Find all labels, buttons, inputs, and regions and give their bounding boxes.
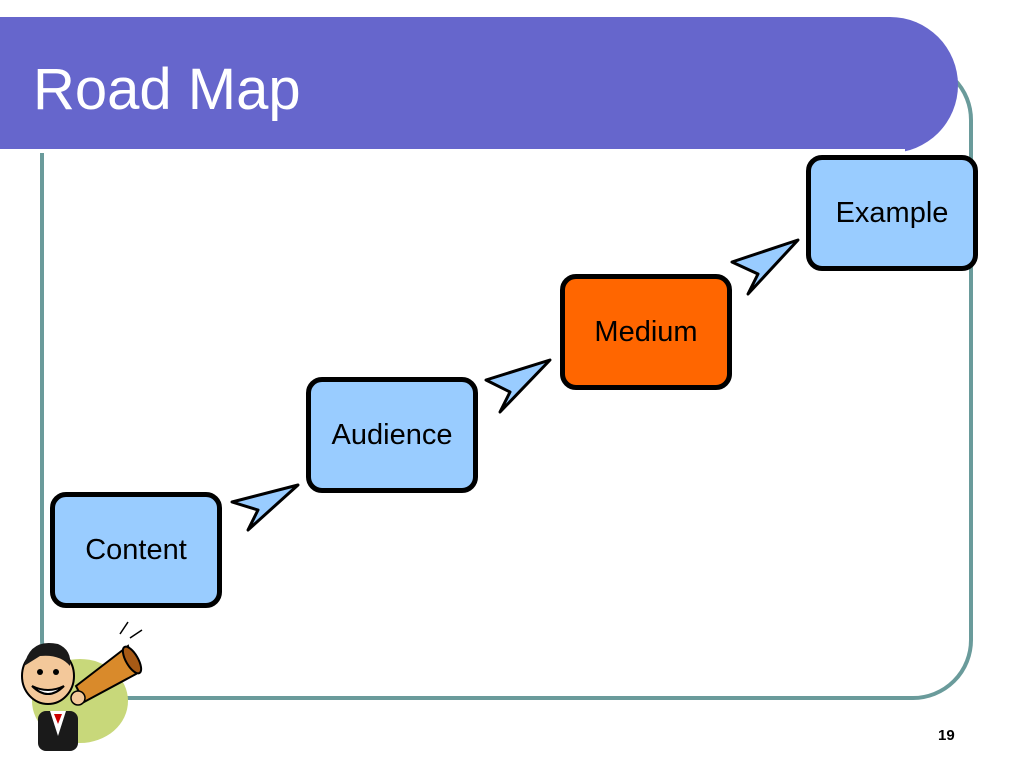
step-content: Content [50,492,222,608]
step-label: Content [85,533,187,566]
step-label: Medium [594,315,698,348]
step-medium: Medium [560,274,732,390]
chevron-arrow-icon [484,358,552,414]
step-example: Example [806,155,978,271]
title-bar: Road Map [0,17,958,153]
man-with-megaphone-icon [21,621,143,751]
step-audience: Audience [306,377,478,493]
page-number: 19 [938,727,955,744]
step-label: Example [835,196,949,229]
chevron-arrow-icon [730,238,800,296]
slide-title: Road Map [33,57,301,122]
step-label: Audience [331,418,453,451]
title-underline [0,149,905,153]
chevron-arrow-icon [230,483,300,532]
